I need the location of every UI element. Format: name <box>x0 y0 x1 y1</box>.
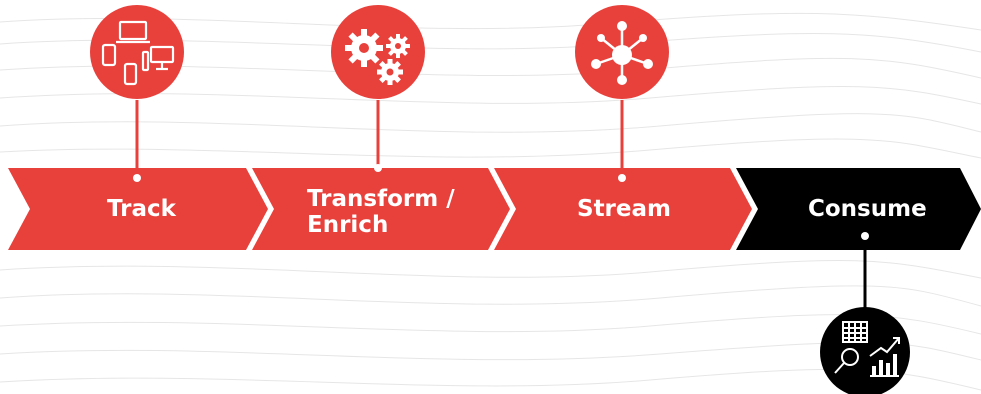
chevron-track <box>8 168 268 250</box>
analytics-icon <box>820 307 910 394</box>
chevron-transform <box>252 168 510 250</box>
connectors <box>135 100 624 176</box>
gears-icon <box>331 5 425 99</box>
connector-dots <box>133 164 869 240</box>
devices-icon <box>90 5 184 99</box>
network-hub-icon <box>575 5 669 99</box>
chevron-consume <box>736 168 981 250</box>
chevron-stream <box>494 168 752 250</box>
